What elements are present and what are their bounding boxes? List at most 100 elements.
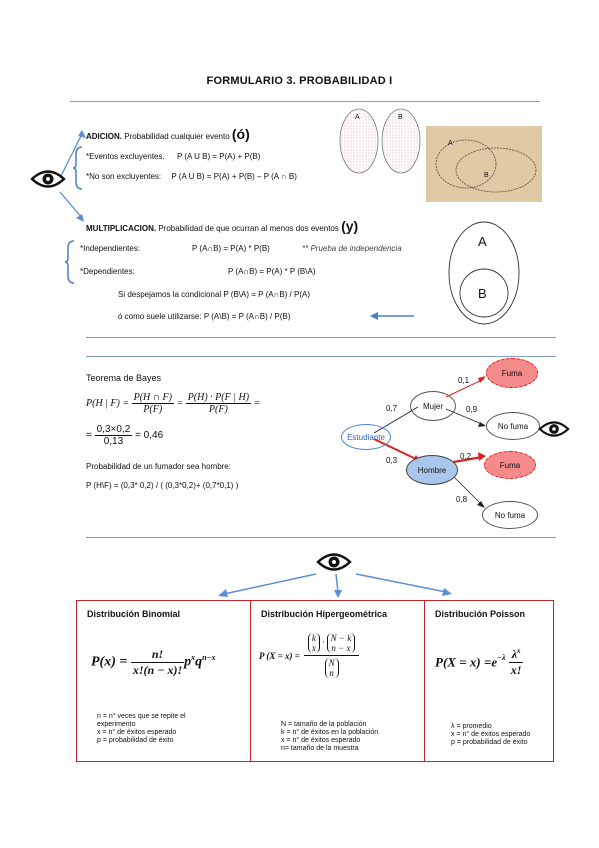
tree-fuma2-label: Fuma (499, 460, 521, 470)
dep-label: *Dependientes: (80, 267, 135, 276)
bayes-frac3-num: 0,3×0,2 (94, 424, 133, 436)
binomial-q: q (195, 654, 203, 670)
bayes-question: Probabilidad de un fumador sea hombre: (86, 462, 231, 471)
divider-bottom (86, 537, 556, 538)
poisson-lhs: P(X = x) = (435, 654, 492, 670)
poisson-base: e (491, 654, 498, 670)
indep-note: ** Prueba de independencia (302, 244, 402, 253)
circle-b-label: B (478, 286, 487, 301)
hiper-note: N = tamaño de la población (281, 721, 367, 728)
photo-a-label: A (448, 140, 453, 147)
tree-p-h-fuma: 0,2 (460, 452, 472, 461)
cond-line: Si despejamos la condicional P (B\A) = P… (118, 290, 310, 299)
poisson-num-exp: x (517, 647, 521, 655)
poisson-lambda: λ (511, 647, 518, 661)
divider-mid2 (86, 356, 556, 357)
bayes-result: = 0,46 (135, 430, 164, 441)
bayes-frac2: P(H) · P(F | H)P(F) (185, 392, 252, 415)
tree-p-mujer: 0,7 (386, 404, 398, 413)
adicion-desc: Probabilidad cualquier evento (124, 132, 230, 141)
circle-a-label: A (478, 234, 487, 249)
tree-p-m-nofuma: 0,9 (466, 405, 478, 414)
hiper-N-bot: n (329, 668, 334, 678)
indep-formula: P (A∩B) = P(A) * P(B) (192, 244, 270, 253)
poisson-exp: −λ (497, 653, 506, 663)
tree-nofuma1-label: No fuma (497, 421, 529, 431)
hiper-notes: N = tamaño de la población k = n° de éxi… (281, 721, 378, 753)
binomial-p-exp: x (191, 653, 196, 663)
binomial-notes: n = n° veces que se repite el experiment… (97, 713, 186, 745)
binomial-note: n = n° veces que se repite el (97, 713, 186, 720)
binomial-den: x!(n − x)! (132, 663, 183, 677)
tree-root-node: Estudiante (341, 424, 391, 450)
dep-formula: P (A∩B) = P(A) * P (B\A) (228, 267, 316, 276)
tree-nofuma2-label: No fuma (494, 510, 526, 520)
binomial-p: p (184, 654, 192, 670)
mult-keyword: (y) (341, 218, 359, 234)
hiper-lhs: P (X = x) = (259, 650, 300, 661)
arrow-icon (370, 312, 414, 320)
adicion-heading: ADICION. (86, 132, 122, 141)
binomial-note: p = probabilidad de éxito (97, 737, 174, 744)
bayes-frac2-den: P(F) (208, 404, 228, 415)
eye-icon (538, 421, 570, 437)
bayes-frac1-den: P(F) (143, 404, 163, 415)
bayes-eq: = (176, 398, 184, 409)
bayes-eq3: = (86, 430, 92, 441)
nested-circles (448, 221, 520, 325)
hiper-nk-top: N − k (330, 633, 352, 643)
tree-fuma1-node: Fuma (486, 358, 538, 388)
binomial-title: Distribución Binomial (87, 609, 181, 619)
divider-mid1 (86, 337, 556, 338)
eye-icon (316, 553, 352, 571)
binomial-q-exp: n−x (202, 653, 216, 663)
arrow-icon (218, 573, 452, 598)
tree-root-label: Estudiante (347, 432, 385, 442)
bayes-eq2: = (253, 398, 261, 409)
eye-icon (30, 170, 66, 188)
bayes-calc: P (H\F) = (0,3* 0,2) / ( (0,3*0,2)+ (0,7… (86, 481, 239, 490)
binomial-frac: n!x!(n − x)! (130, 647, 185, 678)
poisson-note: x = n° de éxitos esperado (451, 731, 531, 738)
excl-label: *Eventos excluyentes. (86, 152, 165, 161)
mult-heading: MULTIPLICACION. (86, 224, 157, 233)
bayes-heading: Teorema de Bayes (86, 373, 162, 383)
noexcl-label: *No son excluyentes: (86, 172, 162, 181)
bayes-frac1: P(H ∩ F)P(F) (131, 392, 174, 415)
indep-label: *Independientes: (80, 244, 141, 253)
page-title: FORMULARIO 3. PROBABILIDAD I (206, 75, 393, 87)
poisson-notes: λ = promedio x = n° de éxitos esperado p… (451, 723, 530, 747)
poisson-note: λ = promedio (451, 723, 492, 730)
hiper-dot: · (322, 637, 325, 648)
brace-icon (64, 240, 75, 284)
bayes-frac2-num: P(H) · P(F | H) (185, 392, 252, 404)
binomial-num: n! (130, 647, 185, 663)
hiper-nk-bot: n − x (331, 643, 351, 653)
tree-fuma1-label: Fuma (501, 368, 523, 378)
tree-p-m-fuma: 0,1 (458, 376, 470, 385)
tree-p-h-nofuma: 0,8 (456, 495, 468, 504)
adicion-keyword: (ó) (231, 126, 250, 142)
excl-line: *Eventos excluyentes. P (A U B) = P(A) +… (86, 152, 260, 161)
poisson-num: λx (508, 647, 524, 663)
tree-mujer-node: Mujer (410, 391, 456, 421)
binomial-box: Distribución Binomial P(x) = n!x!(n − x)… (76, 600, 252, 762)
tree-mujer-label: Mujer (422, 401, 443, 411)
bayes-frac3-den: 0,13 (103, 436, 124, 447)
venn-photo-drawing (435, 139, 537, 193)
tree-hombre-label: Hombre (417, 465, 447, 475)
tree-fuma2-node: Fuma (484, 451, 536, 479)
adicion-heading-line: ADICION. Probabilidad cualquier evento (… (86, 126, 250, 142)
venn-photo: A B (426, 126, 542, 202)
noexcl-line: *No son excluyentes: P (A U B) = P(A) + … (86, 172, 297, 181)
binomial-note: experimento (97, 721, 136, 728)
poisson-den: x! (510, 663, 522, 677)
